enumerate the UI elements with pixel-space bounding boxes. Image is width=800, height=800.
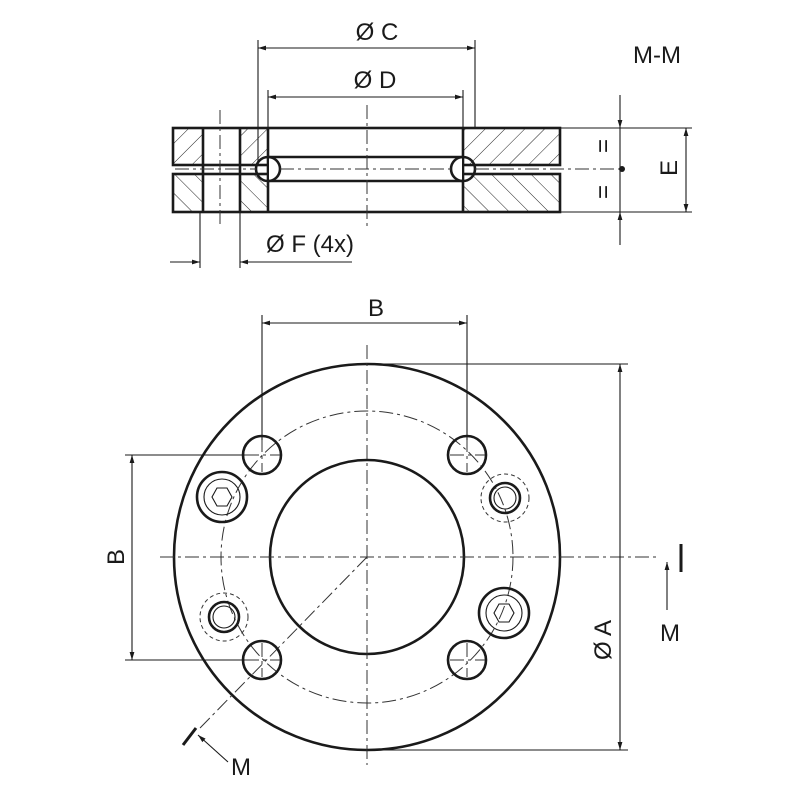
mounting-hole [241, 639, 283, 681]
hex-socket-icon [493, 603, 515, 623]
dim-f-label: Ø F (4x) [266, 231, 354, 258]
section-view: Ø C Ø D M-M E = = Ø F (4x) [170, 19, 692, 268]
socket-screw [195, 470, 249, 524]
section-cut-mark-bottom [181, 727, 198, 746]
dim-b-horizontal-label: B [368, 295, 384, 322]
dim-b-vertical-label: B [103, 549, 130, 565]
equal-mark-bottom: = [590, 185, 617, 199]
dim-d-label: Ø D [354, 67, 397, 94]
threaded-hole [199, 592, 249, 642]
socket-screw [477, 586, 531, 640]
equal-mark-top: = [590, 139, 617, 153]
dim-a-label: Ø A [590, 620, 617, 660]
threaded-hole [480, 473, 530, 523]
mounting-hole [446, 434, 488, 476]
dim-c-label: Ø C [356, 19, 399, 46]
section-title: M-M [633, 42, 681, 69]
section-marker-right-label: M [660, 620, 680, 647]
mounting-hole [446, 639, 488, 681]
hex-socket-icon [211, 487, 233, 507]
dim-e-label: E [656, 160, 683, 176]
section-marker-bottom-label: M [231, 754, 251, 781]
plan-view: B B Ø A M M [103, 295, 683, 781]
